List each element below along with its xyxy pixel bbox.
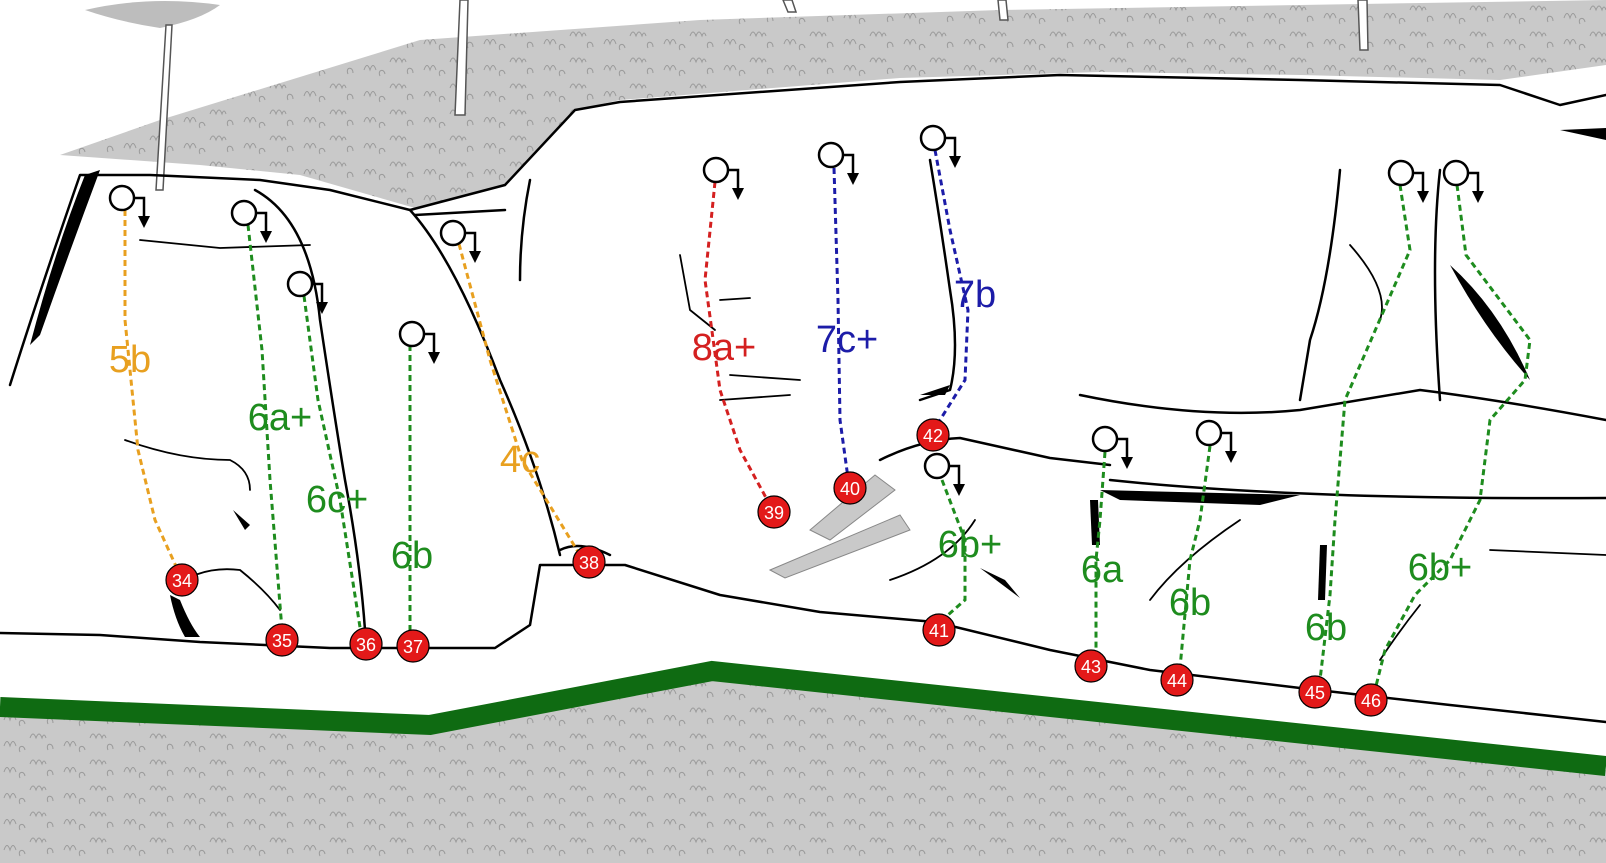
route-number-text: 41	[929, 621, 949, 641]
ground-area	[0, 676, 1606, 863]
route-number-marker[interactable]: 45	[1298, 675, 1332, 709]
rock-outlines	[0, 73, 1606, 724]
route-number-text: 35	[272, 631, 292, 651]
anchor-icon	[230, 199, 272, 243]
route-46[interactable]: 6b+ 46	[1354, 159, 1532, 717]
route-45[interactable]: 6b 45	[1298, 159, 1429, 709]
route-grade-label: 6a	[1081, 549, 1124, 591]
route-line-43	[1094, 451, 1107, 655]
route-grade-label: 6b	[391, 535, 433, 577]
route-grade-label: 4c	[500, 439, 540, 481]
route-grade-label: 8a+	[692, 327, 756, 369]
route-39[interactable]: 8a+ 39	[692, 156, 791, 529]
route-grade-label: 6b+	[1408, 547, 1472, 589]
route-grade-label: 6c+	[306, 479, 368, 521]
tree-canopy	[85, 1, 220, 28]
route-grade-label: 6b+	[938, 524, 1002, 566]
route-number-marker[interactable]: 43	[1074, 649, 1108, 683]
route-grade-label: 7b	[954, 274, 996, 316]
route-number-text: 40	[840, 479, 860, 499]
route-line-38	[457, 243, 582, 556]
route-number-text: 37	[403, 637, 423, 657]
route-number-text: 42	[923, 426, 943, 446]
route-line-35	[246, 224, 284, 631]
route-number-marker[interactable]: 39	[757, 495, 791, 529]
route-number-text: 45	[1305, 683, 1325, 703]
route-number-text: 44	[1167, 671, 1187, 691]
route-line-40	[832, 167, 850, 479]
route-line-34	[123, 210, 182, 576]
route-number-text: 36	[356, 635, 376, 655]
route-43[interactable]: 6a 43	[1074, 425, 1133, 683]
route-35[interactable]: 6a+ 35	[230, 199, 312, 657]
route-number-marker[interactable]: 42	[916, 418, 950, 452]
route-40[interactable]: 7c+ 40	[816, 141, 878, 505]
anchor-icon	[108, 184, 150, 228]
route-number-marker[interactable]: 34	[165, 563, 199, 597]
route-line-41	[939, 479, 967, 624]
anchor-icon	[398, 320, 440, 364]
route-line-36	[302, 295, 364, 641]
upper-vegetation-area	[60, 0, 1606, 208]
route-number-marker[interactable]: 40	[833, 471, 867, 505]
route-37[interactable]: 6b 37	[391, 320, 440, 663]
route-41[interactable]: 6b+ 41	[922, 452, 1002, 647]
routes-layer: 5b 34 6a+ 35 6c+ 36 6b 37 4c 38 8a+ 39 7c+ 40 6b+ 41 7b 4…	[108, 124, 1532, 717]
route-number-marker[interactable]: 37	[396, 629, 430, 663]
route-number-marker[interactable]: 35	[265, 623, 299, 657]
route-grade-label: 5b	[109, 339, 151, 381]
route-36[interactable]: 6c+ 36	[286, 270, 383, 661]
route-grade-label: 6b	[1305, 607, 1347, 649]
route-38[interactable]: 4c 38	[439, 219, 606, 579]
route-line-46	[1373, 184, 1532, 691]
route-grade-label: 7c+	[816, 319, 878, 361]
route-line-44	[1178, 445, 1212, 669]
route-number-marker[interactable]: 38	[572, 545, 606, 579]
anchor-icon	[702, 156, 744, 200]
route-number-marker[interactable]: 46	[1354, 683, 1388, 717]
route-number-text: 38	[579, 553, 599, 573]
route-44[interactable]: 6b 44	[1160, 419, 1237, 697]
tree-trunks	[155, 0, 1369, 191]
anchor-icon	[923, 452, 965, 496]
route-number-marker[interactable]: 41	[922, 613, 956, 647]
route-line-42	[933, 149, 970, 429]
anchor-icon	[919, 124, 961, 168]
anchor-icon	[1195, 419, 1237, 463]
route-line-39	[703, 181, 772, 506]
anchor-icon	[1387, 159, 1429, 203]
anchor-icon	[1091, 425, 1133, 469]
route-grade-label: 6a+	[248, 397, 312, 439]
route-number-text: 43	[1081, 657, 1101, 677]
route-42[interactable]: 7b 42	[916, 124, 996, 452]
route-34[interactable]: 5b 34	[108, 184, 199, 597]
access-trail-band	[0, 660, 1606, 776]
route-number-text: 46	[1361, 691, 1381, 711]
route-number-marker[interactable]: 44	[1160, 663, 1194, 697]
route-number-text: 34	[172, 571, 192, 591]
route-grade-label: 6b	[1169, 582, 1211, 624]
anchor-icon	[439, 219, 481, 263]
rock-shadows	[30, 128, 1606, 637]
anchor-icon	[817, 141, 859, 185]
anchor-icon	[1442, 159, 1484, 203]
anchor-icon	[286, 270, 328, 314]
route-number-text: 39	[764, 503, 784, 523]
route-line-45	[1318, 184, 1412, 681]
route-number-marker[interactable]: 36	[349, 627, 383, 661]
